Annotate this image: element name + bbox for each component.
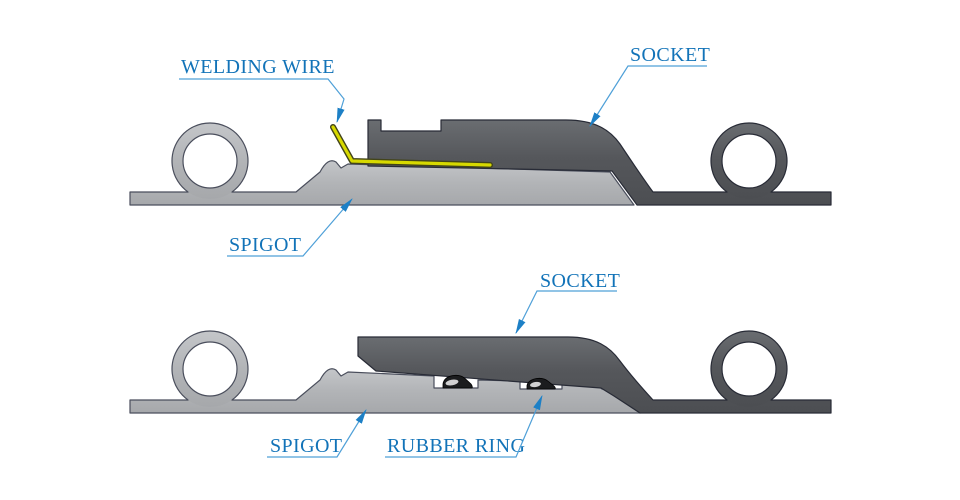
- socket-leader-bottom: [515, 290, 617, 334]
- welding-wire-shape: [330, 124, 493, 168]
- socket-callout-top: SOCKET: [589, 44, 710, 127]
- spigot-loop-outline-bottom: [171, 330, 249, 401]
- spigot-loop-bore: [182, 133, 238, 189]
- rubber-ring-left: [442, 374, 473, 389]
- figure-rubber-ring-joint: SOCKET SPIGOT RUBBER RING: [129, 270, 832, 458]
- spigot-leader-bottom: [267, 409, 367, 458]
- rubber-ring-right-highlight: [530, 381, 541, 388]
- rubber-ring-leader: [385, 395, 543, 458]
- spigot-loop-bore-bottom: [182, 341, 238, 397]
- socket-shape-bottom: [357, 336, 832, 414]
- spigot-callout-top: SPIGOT: [227, 198, 353, 257]
- spigot-label-top: SPIGOT: [229, 234, 301, 256]
- socket-loop-outline: [710, 122, 788, 193]
- rubber-ring-callout: RUBBER RING: [385, 395, 543, 458]
- socket-loop: [710, 122, 788, 199]
- rubber-ring-right: [526, 377, 556, 390]
- socket-label-top: SOCKET: [630, 44, 710, 66]
- spigot-loop-outline: [171, 122, 249, 193]
- socket-loop-bore-bottom: [721, 341, 777, 397]
- socket-loop-bottom: [710, 330, 788, 407]
- spigot-label-bottom: SPIGOT: [270, 435, 342, 457]
- rubber-ring-label: RUBBER RING: [387, 435, 525, 457]
- socket-loop-bore: [721, 133, 777, 189]
- socket-shape: [367, 119, 832, 206]
- figure-welded-joint: WELDING WIRE SOCKET SPIGOT: [129, 44, 832, 257]
- spigot-loop-bottom: [171, 330, 249, 407]
- spigot-callout-bottom: SPIGOT: [267, 409, 367, 458]
- socket-label-bottom: SOCKET: [540, 270, 620, 292]
- socket-loop-outline-bottom: [710, 330, 788, 401]
- spigot-shape: [129, 160, 635, 206]
- socket-callout-bottom: SOCKET: [515, 270, 620, 334]
- rubber-ring-left-highlight: [445, 379, 459, 386]
- welding-wire-callout: WELDING WIRE: [179, 56, 345, 124]
- socket-leader-top: [589, 65, 707, 127]
- spigot-loop: [171, 122, 249, 199]
- welding-wire-label: WELDING WIRE: [181, 56, 335, 78]
- spigot-leader-top: [227, 198, 353, 257]
- welding-wire-core: [331, 125, 492, 167]
- welding-wire-leader: [179, 78, 345, 124]
